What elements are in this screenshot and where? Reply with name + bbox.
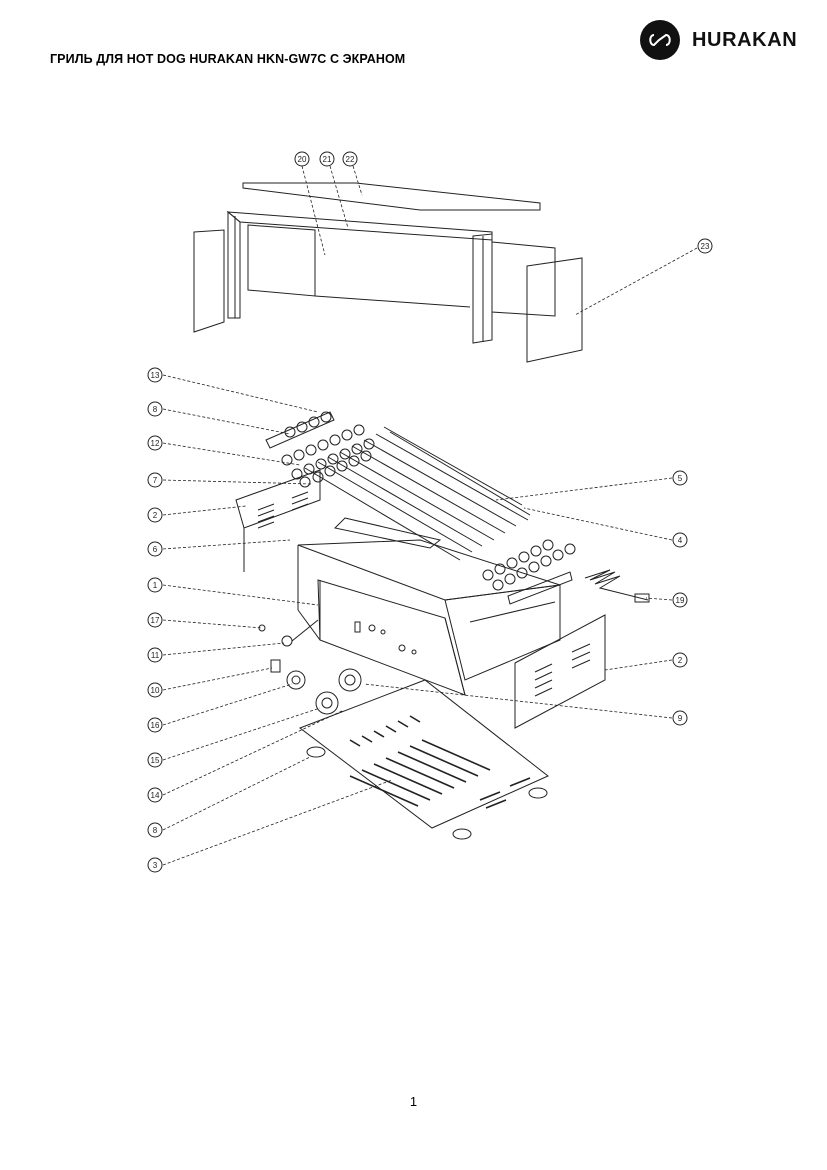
callouts: 20 21 22 23 13 8 12 7 2 6 1 17 11 10 16 … xyxy=(147,151,713,873)
svg-text:2: 2 xyxy=(678,656,683,665)
svg-text:14: 14 xyxy=(151,791,160,800)
callout-8-top: 8 xyxy=(147,401,163,417)
svg-text:1: 1 xyxy=(153,581,158,590)
svg-text:22: 22 xyxy=(346,155,355,164)
callout-4: 4 xyxy=(672,532,688,548)
svg-text:11: 11 xyxy=(151,651,160,660)
callout-11: 11 xyxy=(147,647,163,663)
callout-20: 20 xyxy=(294,151,310,167)
svg-text:7: 7 xyxy=(153,476,158,485)
bottom-plate xyxy=(298,679,549,840)
callout-3: 3 xyxy=(147,857,163,873)
bearing-row-right xyxy=(482,539,576,605)
callout-10: 10 xyxy=(147,682,163,698)
svg-text:13: 13 xyxy=(151,371,160,380)
callout-13: 13 xyxy=(147,367,163,383)
document-title: ГРИЛЬ ДЛЯ HOT DOG HURAKAN HKN-GW7C С ЭКР… xyxy=(50,52,406,66)
svg-text:8: 8 xyxy=(153,826,158,835)
svg-text:23: 23 xyxy=(701,242,710,251)
callout-6: 6 xyxy=(147,541,163,557)
svg-text:20: 20 xyxy=(298,155,307,164)
svg-text:3: 3 xyxy=(153,861,158,870)
brand-logo: HURAKAN xyxy=(640,20,797,60)
callout-14: 14 xyxy=(147,787,163,803)
callout-23: 23 xyxy=(697,238,713,254)
svg-text:16: 16 xyxy=(151,721,160,730)
svg-text:8: 8 xyxy=(153,405,158,414)
callout-15: 15 xyxy=(147,752,163,768)
svg-text:5: 5 xyxy=(678,474,683,483)
svg-text:4: 4 xyxy=(678,536,683,545)
svg-text:2: 2 xyxy=(153,511,158,520)
callout-1: 1 xyxy=(147,577,163,593)
svg-text:17: 17 xyxy=(151,616,160,625)
side-panel-right xyxy=(514,614,606,729)
control-knobs xyxy=(258,619,362,715)
screen-assembly xyxy=(193,182,583,363)
svg-text:6: 6 xyxy=(153,545,158,554)
callout-12: 12 xyxy=(147,435,163,451)
svg-text:21: 21 xyxy=(323,155,332,164)
infinity-loop-icon xyxy=(640,20,680,60)
svg-text:10: 10 xyxy=(151,686,160,695)
leader-lines xyxy=(162,165,698,866)
brand-name: HURAKAN xyxy=(692,28,798,51)
callout-16: 16 xyxy=(147,717,163,733)
page-number: 1 xyxy=(409,1094,418,1109)
bearing-row-left xyxy=(265,411,375,488)
svg-text:19: 19 xyxy=(676,596,685,605)
grill-body xyxy=(297,517,561,696)
rollers xyxy=(265,411,576,605)
svg-text:15: 15 xyxy=(151,756,160,765)
svg-text:9: 9 xyxy=(678,714,683,723)
callout-21: 21 xyxy=(319,151,335,167)
callout-17: 17 xyxy=(147,612,163,628)
callout-19: 19 xyxy=(672,592,688,608)
callout-9: 9 xyxy=(672,710,688,726)
callout-5: 5 xyxy=(672,470,688,486)
power-cord xyxy=(584,569,650,603)
callout-22: 22 xyxy=(342,151,358,167)
callout-2-right: 2 xyxy=(672,652,688,668)
callout-7: 7 xyxy=(147,472,163,488)
svg-text:12: 12 xyxy=(151,439,160,448)
side-panel-left xyxy=(235,469,321,572)
callout-8-bottom: 8 xyxy=(147,822,163,838)
callout-2-left: 2 xyxy=(147,507,163,523)
